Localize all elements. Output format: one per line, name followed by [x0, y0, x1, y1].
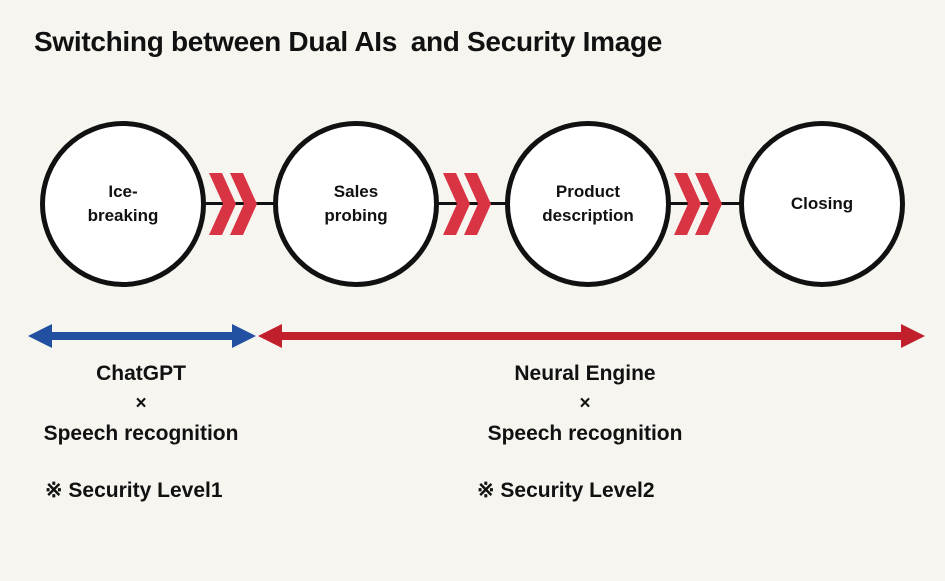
stage-circle-closing: Closing: [739, 121, 905, 287]
stage-label: Ice-: [108, 182, 138, 201]
stage-label: description: [542, 206, 634, 225]
stage-connector-line: [123, 202, 822, 205]
double-chevron-icon: [443, 173, 491, 235]
double-chevron-icon: [674, 173, 722, 235]
security-level-1-note: ※ Security Level1: [45, 479, 223, 502]
stage-label: probing: [324, 206, 388, 225]
neural-engine-segment-label: Neural Engine × Speech recognition: [385, 359, 785, 449]
neural-engine-range-arrow: [258, 324, 925, 348]
chatgpt-range-arrow: [28, 324, 256, 348]
segment-method: Speech recognition: [43, 422, 239, 445]
segment-method: Speech recognition: [487, 422, 683, 445]
stage-label: Sales: [333, 182, 379, 201]
stage-label: breaking: [87, 206, 159, 225]
stage-circle-sales-probing: Sales probing: [273, 121, 439, 287]
segment-tool: Neural Engine: [514, 362, 656, 385]
stage-circle-product-description: Product description: [505, 121, 671, 287]
segment-tool: ChatGPT: [96, 362, 186, 385]
security-level-2-note: ※ Security Level2: [477, 479, 655, 502]
chatgpt-segment-label: ChatGPT × Speech recognition: [0, 359, 282, 449]
stage-label: Product: [555, 182, 621, 201]
page-title: Switching between Dual AIs and Security …: [34, 26, 663, 57]
multiply-symbol: ×: [579, 393, 591, 414]
stage-label: Closing: [790, 194, 854, 213]
stage-circle-ice-breaking: Ice- breaking: [40, 121, 206, 287]
multiply-symbol: ×: [135, 393, 147, 414]
double-chevron-icon: [209, 173, 257, 235]
